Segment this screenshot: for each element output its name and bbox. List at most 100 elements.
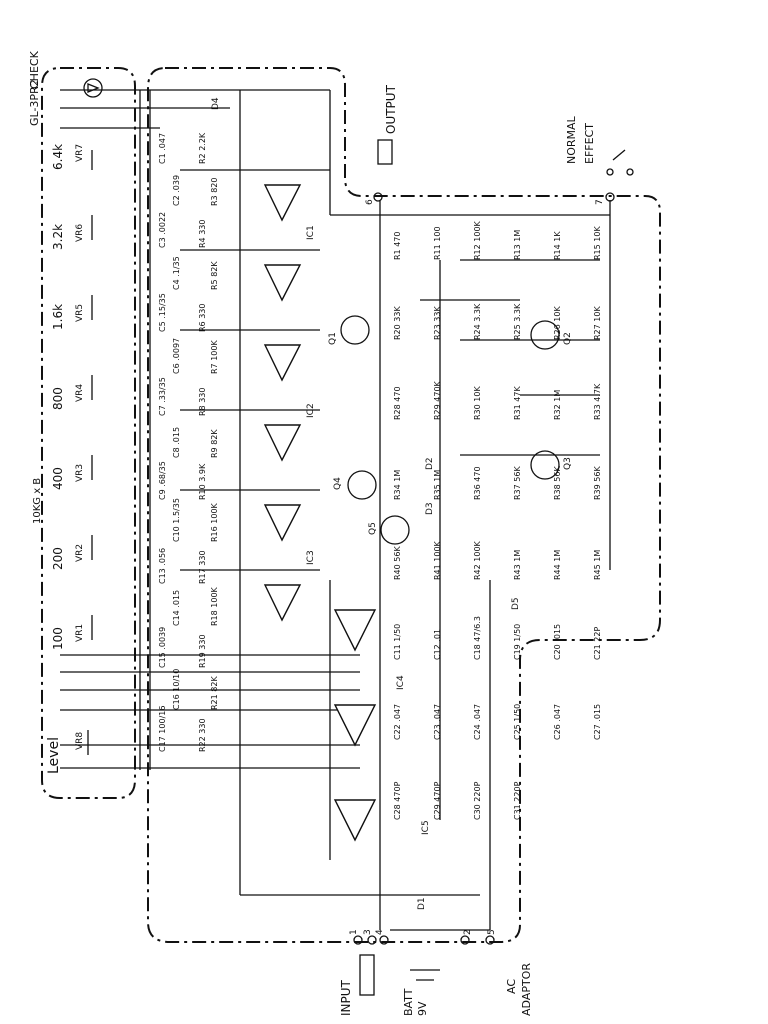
band-label-3: 800 bbox=[51, 387, 65, 410]
vr-label-2: VR3 bbox=[75, 464, 85, 482]
misc-label-38: C24 .047 bbox=[473, 704, 482, 740]
misc-label-44: C30 220P bbox=[473, 781, 482, 820]
fc-label-5: C6 .0097 bbox=[172, 338, 181, 374]
fr-label-5: R7 100K bbox=[210, 340, 219, 374]
vr-label-3: VR4 bbox=[75, 384, 85, 402]
fc-label-6: C7 .33/35 bbox=[158, 377, 167, 416]
misc-label-30: C11 1/50 bbox=[393, 624, 402, 660]
fr-label-7: R9 82K bbox=[210, 429, 219, 458]
normal-effect-switch bbox=[606, 149, 634, 176]
q-label-3: Q4 bbox=[333, 477, 343, 490]
d-label-3: D4 bbox=[211, 97, 221, 110]
vr-label-0: VR1 bbox=[75, 624, 85, 642]
q-label-4: Q5 bbox=[368, 522, 378, 535]
misc-label-10: R26 10K bbox=[553, 306, 562, 340]
misc-label-37: C23 .047 bbox=[433, 704, 442, 740]
fc-label-13: C16 10/10 bbox=[172, 669, 181, 710]
vr-label-5: VR6 bbox=[75, 224, 85, 242]
misc-label-4: R14 1K bbox=[553, 231, 562, 260]
fc-label-0: C1 .047 bbox=[158, 133, 167, 164]
misc-label-42: C28 470P bbox=[393, 781, 402, 820]
check-label: CHECK bbox=[28, 50, 41, 89]
misc-label-7: R23 33K bbox=[433, 306, 442, 340]
fr-label-6: R8 330 bbox=[198, 388, 207, 416]
vr-label-6: VR7 bbox=[75, 144, 85, 162]
misc-label-17: R33 4.7K bbox=[593, 383, 602, 420]
ic-label-1: IC2 bbox=[306, 403, 316, 418]
ic-label-4: IC5 bbox=[421, 820, 431, 835]
effect-label: EFFECT bbox=[583, 123, 596, 164]
q-label-2: Q3 bbox=[563, 457, 573, 470]
fc-label-1: C2 .039 bbox=[172, 175, 181, 206]
fr-label-14: R22 330 bbox=[198, 718, 207, 752]
fr-label-8: R10 3.9K bbox=[198, 463, 207, 500]
misc-label-36: C22 .047 bbox=[393, 704, 402, 740]
misc-label-33: C19 1/50 bbox=[513, 624, 522, 660]
fc-label-4: C5 .15/35 bbox=[158, 293, 167, 332]
misc-label-23: R39 56K bbox=[593, 466, 602, 500]
d-label-4: D5 bbox=[511, 597, 521, 610]
band-label-6: 6.4k bbox=[51, 144, 65, 170]
band-label-4: 1.6k bbox=[51, 304, 65, 330]
title-label: GL-3PR2 bbox=[28, 79, 41, 126]
fc-label-14: C17 100/16 bbox=[158, 706, 167, 752]
misc-label-27: R43 1M bbox=[513, 550, 522, 580]
misc-label-12: R28 470 bbox=[393, 386, 402, 420]
normal-label: NORMAL bbox=[565, 115, 578, 164]
d-label-1: D2 bbox=[425, 457, 435, 470]
fr-label-2: R4 330 bbox=[198, 220, 207, 248]
fc-label-2: C3 .0022 bbox=[158, 212, 167, 248]
fc-label-12: C15 .0039 bbox=[158, 627, 167, 668]
transistors-symbols bbox=[340, 315, 560, 545]
fc-label-11: C14 .015 bbox=[172, 590, 181, 626]
fr-label-0: R2 2.2K bbox=[198, 132, 207, 164]
misc-label-43: C29 470P bbox=[433, 781, 442, 820]
misc-label-1: R11 100 bbox=[433, 226, 442, 260]
ac-label: AC bbox=[505, 979, 518, 994]
terminal-label-1: 2 bbox=[463, 929, 473, 935]
d-label-2: D3 bbox=[425, 502, 435, 515]
fr-label-12: R19 330 bbox=[198, 634, 207, 668]
terminal-label-2: 3 bbox=[363, 929, 373, 935]
misc-label-14: R30 10K bbox=[473, 386, 482, 420]
misc-label-22: R38 56K bbox=[553, 466, 562, 500]
band-label-5: 3.2k bbox=[51, 224, 65, 250]
misc-label-32: C18 47/6.3 bbox=[473, 616, 482, 660]
ic-label-2: IC3 bbox=[306, 550, 316, 565]
misc-label-18: R34 1M bbox=[393, 470, 402, 500]
band-label-1: 200 bbox=[51, 547, 65, 570]
bus-lines bbox=[60, 89, 611, 931]
input-jack bbox=[359, 954, 375, 996]
opamps bbox=[263, 184, 377, 842]
misc-label-39: C25 1/50 bbox=[513, 704, 522, 740]
terminal-nodes bbox=[353, 192, 615, 945]
check-led-arrow bbox=[87, 83, 100, 93]
fc-label-9: C10 1.5/35 bbox=[172, 498, 181, 542]
vr-label-7: VR8 bbox=[75, 732, 85, 750]
fr-label-4: R6 330 bbox=[198, 304, 207, 332]
battery-symbol bbox=[410, 969, 440, 981]
potentiometers bbox=[87, 150, 93, 755]
misc-label-9: R25 3.3K bbox=[513, 303, 522, 340]
band-label-0: 100 bbox=[51, 627, 65, 650]
misc-label-45: C31 220P bbox=[513, 781, 522, 820]
array-note-label: 10KG x B bbox=[32, 478, 43, 524]
q-label-0: Q1 bbox=[328, 332, 338, 345]
vr-label-4: VR5 bbox=[75, 304, 85, 322]
misc-label-11: R27 10K bbox=[593, 306, 602, 340]
fc-label-7: C8 .015 bbox=[172, 427, 181, 458]
misc-label-0: R1 470 bbox=[393, 232, 402, 260]
ic-label-3: IC4 bbox=[396, 675, 406, 690]
d-label-0: D1 bbox=[417, 897, 427, 910]
fr-label-1: R3 820 bbox=[210, 178, 219, 206]
check-led bbox=[83, 78, 103, 98]
